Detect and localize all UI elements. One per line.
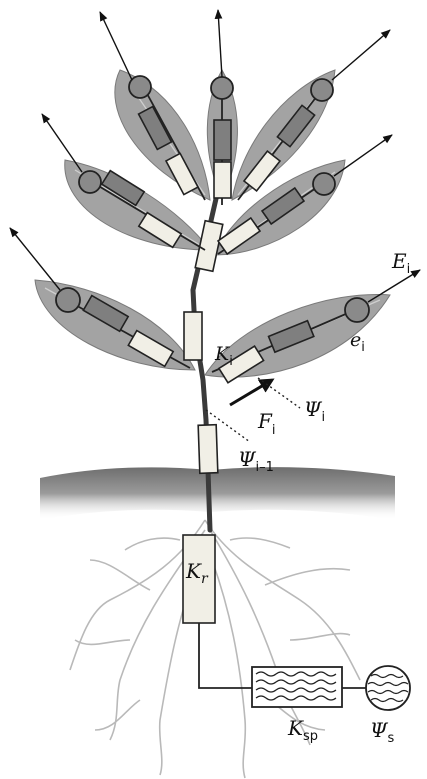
label-F-i: Fi bbox=[257, 409, 276, 438]
stem-resistor-mid bbox=[184, 312, 202, 360]
soil-water-potential-node bbox=[366, 666, 410, 710]
flow-arrow bbox=[230, 380, 272, 405]
soil-connection bbox=[199, 623, 410, 710]
label-E-i: Ei bbox=[391, 249, 410, 277]
label-Psi-s: Ψs bbox=[370, 718, 395, 746]
leader-lines bbox=[206, 378, 300, 442]
label-Psi-i-minus-1: Ψi–1 bbox=[238, 447, 274, 475]
label-Psi-i: Ψi bbox=[304, 397, 325, 425]
label-e-i: ei bbox=[350, 329, 365, 355]
stem-resistor-bottom bbox=[198, 425, 218, 474]
label-K-sp: Ksp bbox=[287, 716, 318, 744]
soil-band bbox=[40, 467, 395, 520]
